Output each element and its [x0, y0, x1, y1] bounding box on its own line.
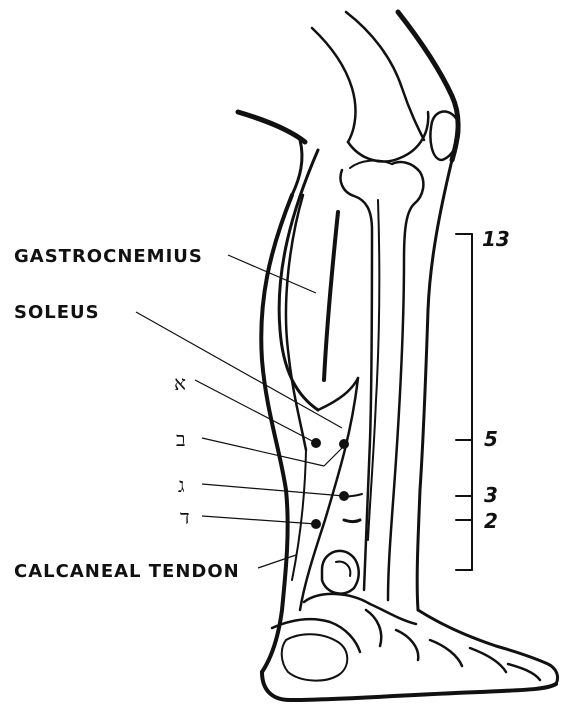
point-dalet: [311, 519, 321, 529]
hebrew-marker-gimel: ג: [178, 473, 185, 497]
scale-label-3: 3: [484, 483, 498, 507]
hebrew-marker-dalet: ד: [180, 505, 190, 529]
label-gastrocnemius: GASTROCNEMIUS: [14, 246, 203, 267]
label-soleus: SOLEUS: [14, 302, 100, 323]
hebrew-marker-bet: ב: [176, 427, 186, 451]
leg-outline: [238, 12, 558, 700]
scale-label-2: 2: [484, 509, 498, 533]
scale-label-13: 13: [482, 227, 510, 251]
scale-label-5: 5: [484, 427, 498, 451]
scale-bar: [456, 234, 472, 570]
hebrew-marker-alef: א: [174, 371, 186, 395]
point-bet: [339, 439, 349, 449]
point-gimel: [339, 491, 349, 501]
point-alef: [311, 438, 321, 448]
label-calcaneal-tendon: CALCANEAL TENDON: [14, 561, 240, 582]
